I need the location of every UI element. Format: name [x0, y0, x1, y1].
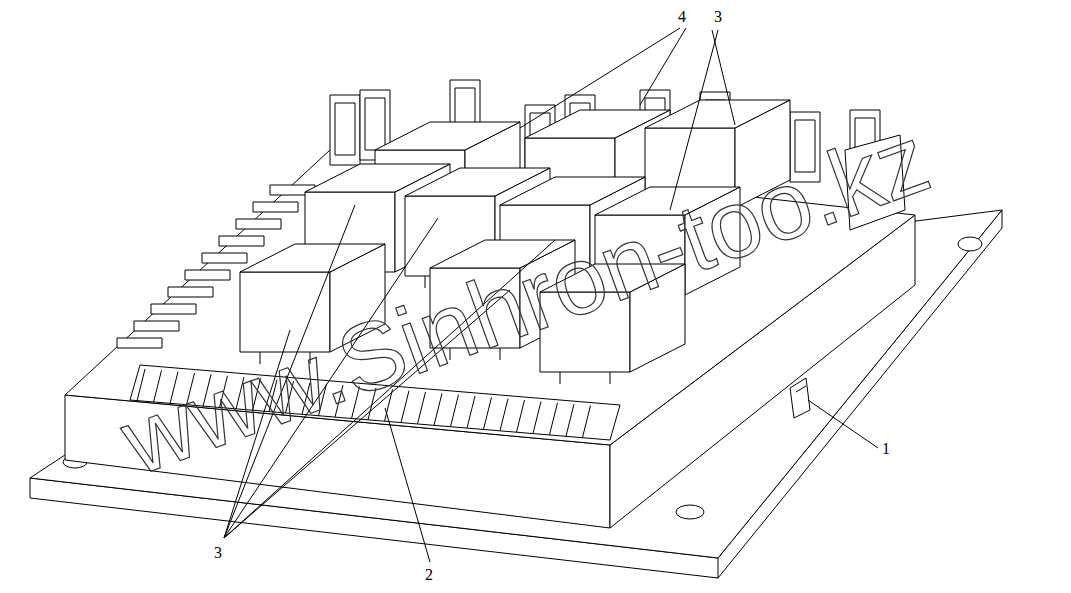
- connector-slot-line: [517, 400, 525, 432]
- connector-slot-line: [566, 404, 574, 436]
- side-terminal: [236, 219, 281, 229]
- relay-top: [645, 100, 790, 128]
- connector-slot: [335, 103, 355, 155]
- side-terminal: [117, 338, 162, 348]
- side-terminal: [202, 253, 247, 263]
- leader-line: [712, 30, 735, 125]
- connector-slot: [365, 98, 385, 150]
- mount-hole: [958, 237, 982, 251]
- callout-number: 3: [712, 8, 724, 26]
- relay-top: [375, 122, 520, 150]
- side-terminal: [134, 321, 179, 331]
- callout-number: 4: [676, 8, 688, 26]
- side-terminal: [185, 270, 230, 280]
- side-terminal: [253, 202, 298, 212]
- back-connector: [330, 95, 360, 165]
- relay-pin: [610, 372, 611, 384]
- connector-slot-line: [451, 395, 459, 427]
- side-terminal: [219, 236, 264, 246]
- connector-slot-line: [434, 393, 442, 425]
- callout-number: 2: [423, 566, 435, 584]
- connector-slot-line: [550, 403, 558, 435]
- connector-slot-line: [583, 405, 591, 437]
- leader-line: [385, 408, 430, 562]
- connector-slot-line: [418, 392, 426, 424]
- callout-number: 1: [880, 440, 892, 458]
- latch-tab: [790, 378, 810, 418]
- leader-line: [640, 28, 686, 105]
- relay-top: [240, 244, 385, 272]
- mount-hole: [676, 505, 704, 519]
- latch-detail: [796, 386, 806, 392]
- callout-number: 3: [212, 544, 224, 562]
- connector-slot-line: [533, 401, 541, 433]
- plate-corner: [718, 558, 719, 578]
- connector-slot-line: [500, 399, 508, 431]
- connector-slot-line: [467, 396, 475, 428]
- relay-pin: [560, 372, 561, 384]
- side-terminal: [168, 287, 213, 297]
- connector-slot-line: [484, 397, 492, 429]
- leader-line: [808, 400, 878, 448]
- side-terminal: [151, 304, 196, 314]
